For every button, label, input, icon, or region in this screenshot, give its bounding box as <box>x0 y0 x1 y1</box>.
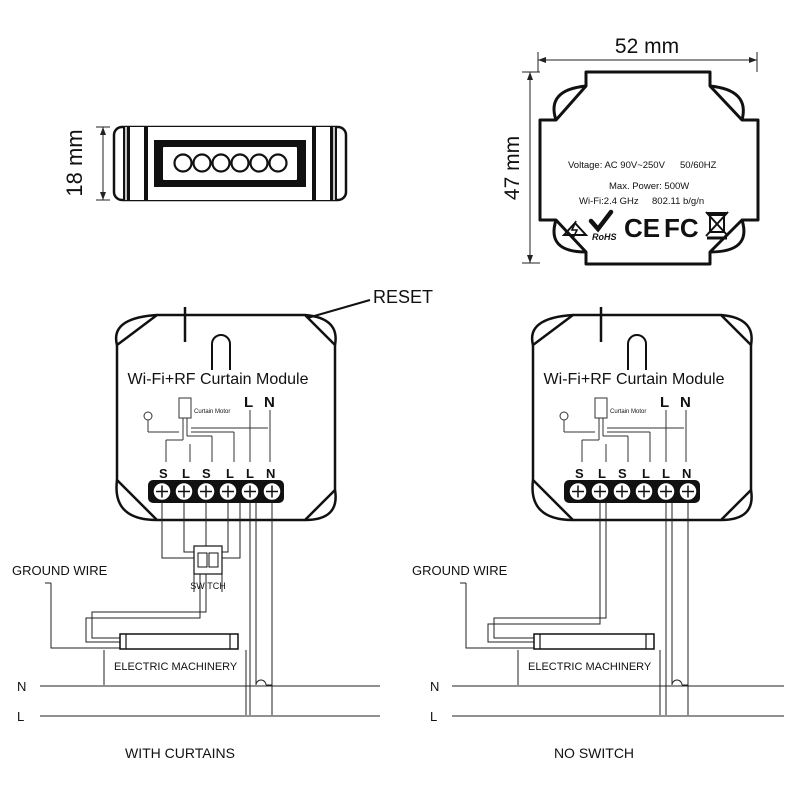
terminal-s2-right: S <box>618 466 627 481</box>
wiring-right <box>460 502 689 715</box>
terminal-l2-right: L <box>642 466 650 481</box>
module-title-right: Wi-Fi+RF Curtain Module <box>544 371 725 388</box>
machinery-label: ELECTRIC MACHINERY <box>114 661 238 673</box>
weee-bin-icon <box>705 211 729 240</box>
wiring-left <box>45 502 273 715</box>
terminal-l: L <box>246 466 254 481</box>
top-terminal-N-right: N <box>680 394 691 411</box>
switch-label: SWITCH <box>190 581 226 591</box>
reset-button-right <box>627 334 647 370</box>
electric-machinery-right <box>533 633 655 650</box>
line-n-left: N <box>17 679 26 694</box>
ce-mark: CE <box>624 213 660 243</box>
terminal-n: N <box>266 466 275 481</box>
fcc-icon: FC <box>664 213 699 243</box>
electric-machinery-left <box>119 633 239 650</box>
label-view: 52 mm 47 mm Voltage: AC 90V~250V 50/60HZ… <box>501 35 760 266</box>
top-terminal-L-right: L <box>660 394 669 411</box>
line-l-right: L <box>430 709 437 724</box>
ground-wire-label-right: GROUND WIRE <box>412 563 508 578</box>
label-voltage: Voltage: AC 90V~250V <box>568 160 666 171</box>
module-left: Wi-Fi+RF Curtain Module Curtain Motor L … <box>114 307 337 522</box>
caption-with-curtains: WITH CURTAINS <box>125 745 235 761</box>
terminal-s1-right: S <box>575 466 584 481</box>
module-right: Wi-Fi+RF Curtain Module Curtain Motor L … <box>530 307 753 522</box>
top-terminal-L: L <box>244 394 253 411</box>
terminal-l2: L <box>226 466 234 481</box>
label-power: Max. Power: 500W <box>609 181 689 192</box>
terminal-l-right: L <box>662 466 670 481</box>
svg-text:RoHS: RoHS <box>592 232 617 242</box>
label-wifi-standard: 802.11 b/g/n <box>652 196 704 207</box>
machinery-label-right: ELECTRIC MACHINERY <box>528 661 652 673</box>
width-dimension: 52 mm <box>615 35 679 58</box>
reset-label: RESET <box>373 287 433 307</box>
ground-wire-label: GROUND WIRE <box>12 563 108 578</box>
warning-icon <box>561 220 589 239</box>
terminal-s2: S <box>202 466 211 481</box>
terminal-l1-right: L <box>598 466 606 481</box>
line-n-right: N <box>430 679 439 694</box>
caption-no-switch: NO SWITCH <box>554 745 634 761</box>
motor-label: Curtain Motor <box>194 409 230 415</box>
terminal-l1: L <box>182 466 190 481</box>
svg-text:FC: FC <box>664 213 699 243</box>
line-l-left: L <box>17 709 24 724</box>
label-frequency: 50/60HZ <box>680 160 717 171</box>
top-terminal-N: N <box>264 394 275 411</box>
rohs-icon: RoHS <box>588 209 617 242</box>
reset-button <box>211 334 231 370</box>
motor-label-right: Curtain Motor <box>610 409 646 415</box>
label-wifi: Wi-Fi:2.4 GHz <box>579 196 639 207</box>
depth-dimension: 18 mm <box>62 129 87 196</box>
rocker-switch <box>193 545 223 575</box>
side-view: 18 mm <box>62 125 348 202</box>
module-title: Wi-Fi+RF Curtain Module <box>128 371 309 388</box>
terminal-n-right: N <box>682 466 691 481</box>
height-dimension: 47 mm <box>501 136 524 200</box>
terminal-s1: S <box>159 466 168 481</box>
